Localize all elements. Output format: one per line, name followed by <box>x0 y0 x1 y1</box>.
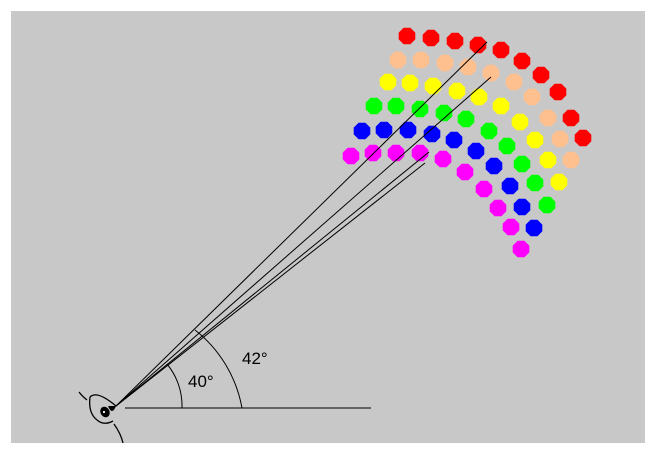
droplet-red <box>574 129 592 147</box>
droplet-yellow <box>470 88 488 106</box>
droplet-magenta <box>489 199 507 217</box>
droplet-yellow <box>539 151 557 169</box>
droplet-red <box>446 32 464 50</box>
droplet-red <box>532 66 550 84</box>
droplet-blue <box>353 122 371 140</box>
sight-line-40 <box>115 151 430 407</box>
droplet-yellow <box>448 82 466 100</box>
droplet-blue <box>513 198 531 216</box>
droplet-yellow <box>550 173 568 191</box>
droplet-peach <box>459 58 477 76</box>
droplet-green <box>387 97 405 115</box>
droplet-green <box>480 122 498 140</box>
droplet-magenta <box>364 144 382 162</box>
droplet-red <box>549 83 567 101</box>
droplet-magenta <box>434 150 452 168</box>
droplet-red <box>562 109 580 127</box>
droplet-peach <box>412 51 430 69</box>
droplet-blue <box>485 157 503 175</box>
angle-label-40: 40° <box>188 372 214 391</box>
droplet-blue <box>501 177 519 195</box>
droplet-peach <box>389 51 407 69</box>
droplet-green <box>365 97 383 115</box>
droplet-blue <box>399 121 417 139</box>
sight-line-inner <box>115 162 426 407</box>
droplet-red <box>513 52 531 70</box>
droplet-magenta <box>456 163 474 181</box>
droplet-magenta <box>512 240 530 258</box>
sight-line-42 <box>115 41 488 407</box>
droplet-yellow <box>511 113 529 131</box>
droplet-peach <box>436 54 454 72</box>
droplet-red <box>398 27 416 45</box>
droplet-yellow <box>492 97 510 115</box>
droplet-peach <box>562 151 580 169</box>
droplet-red <box>469 36 487 54</box>
eye-icon <box>78 391 124 444</box>
droplet-blue <box>445 131 463 149</box>
droplet-green <box>498 137 516 155</box>
droplet-magenta <box>387 144 405 162</box>
sight-line-outer <box>115 76 492 407</box>
droplet-magenta <box>342 147 360 165</box>
droplet-magenta <box>502 218 520 236</box>
droplet-green <box>526 174 544 192</box>
droplet-arc <box>342 27 592 258</box>
droplet-magenta <box>475 180 493 198</box>
droplet-green <box>513 155 531 173</box>
droplet-blue <box>375 121 393 139</box>
droplet-peach <box>539 109 557 127</box>
droplet-peach <box>551 130 569 148</box>
droplet-green <box>411 100 429 118</box>
droplet-peach <box>523 88 541 106</box>
angle-arc-40 <box>166 363 183 409</box>
droplet-yellow <box>526 131 544 149</box>
droplet-red <box>422 29 440 47</box>
droplet-yellow <box>401 74 419 92</box>
droplet-magenta <box>411 144 429 162</box>
droplet-blue <box>423 125 441 143</box>
droplet-yellow <box>379 73 397 91</box>
droplet-yellow <box>424 77 442 95</box>
droplet-green <box>435 104 453 122</box>
droplet-green <box>457 110 475 128</box>
droplet-green <box>538 196 556 214</box>
droplet-peach <box>505 73 523 91</box>
droplet-red <box>492 41 510 59</box>
droplet-blue <box>467 142 485 160</box>
angle-arc-42 <box>194 329 243 409</box>
droplet-blue <box>525 219 543 237</box>
droplet-peach <box>482 64 500 82</box>
angle-label-42: 42° <box>242 349 268 368</box>
